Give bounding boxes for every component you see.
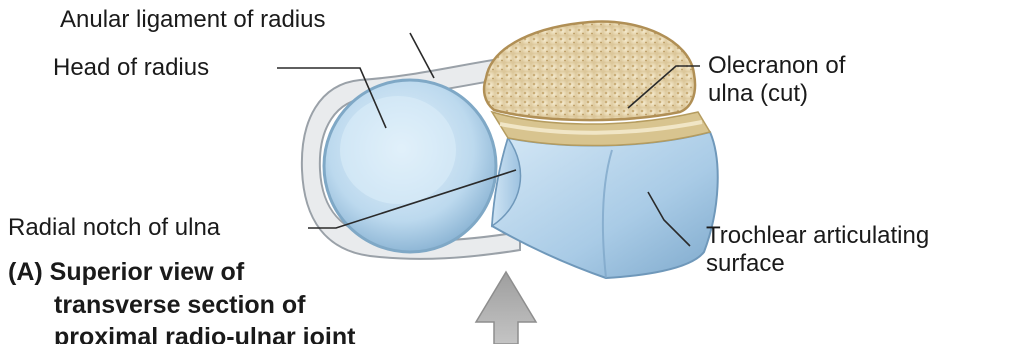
label-olecranon-line2: ulna (cut) <box>708 80 845 108</box>
label-trochlear-line2: surface <box>706 250 929 278</box>
caption-line-3: proximal radio-ulnar joint <box>8 321 355 344</box>
view-direction-arrow <box>476 272 536 344</box>
label-olecranon-line1: Olecranon of <box>708 52 845 80</box>
label-trochlear-surface: Trochlear articulating surface <box>706 222 929 279</box>
figure-caption: (A) Superior view of transverse section … <box>8 256 355 344</box>
caption-line-1: (A) Superior view of <box>8 256 355 289</box>
label-anular-ligament: Anular ligament of radius <box>60 6 325 34</box>
label-olecranon: Olecranon of ulna (cut) <box>708 52 845 109</box>
label-head-of-radius: Head of radius <box>53 54 209 82</box>
olecranon-cut-shape <box>484 22 695 121</box>
label-trochlear-line1: Trochlear articulating <box>706 222 929 250</box>
caption-text-1: Superior view of <box>50 258 244 286</box>
caption-line-2: transverse section of <box>8 289 355 322</box>
caption-marker: (A) <box>8 258 43 286</box>
label-radial-notch: Radial notch of ulna <box>8 214 220 242</box>
